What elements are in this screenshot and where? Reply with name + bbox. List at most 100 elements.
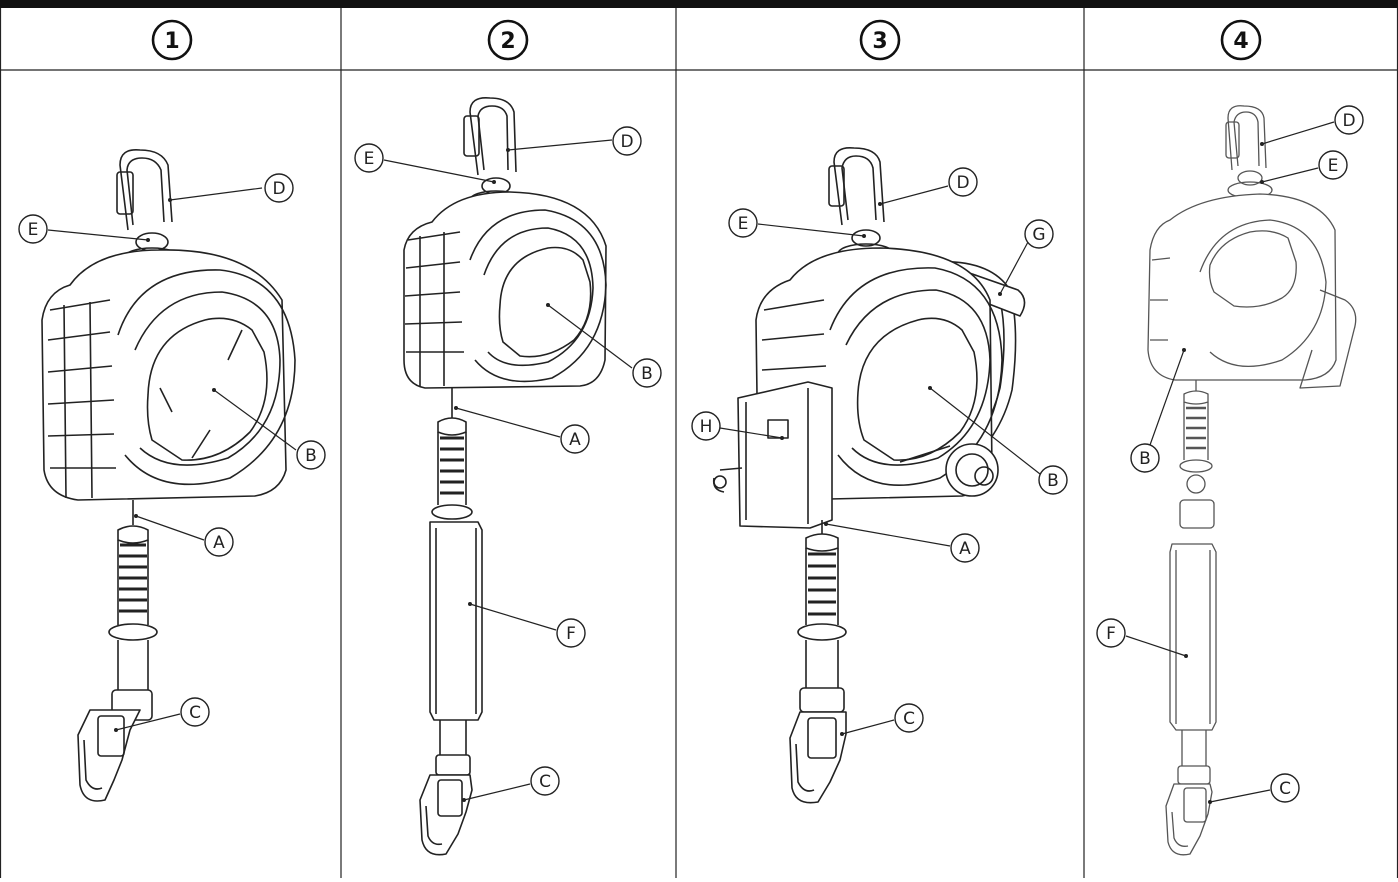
leader-dot xyxy=(212,388,216,392)
leader-line xyxy=(383,159,495,183)
leader-line xyxy=(757,223,865,237)
callout-circle xyxy=(894,703,924,733)
leader-dot xyxy=(840,732,844,736)
leader-dot xyxy=(114,728,118,732)
device-1-callouts: D E B A C xyxy=(18,173,326,732)
callout-circle xyxy=(728,208,758,238)
device-3-drawing xyxy=(712,146,1026,804)
callout-circle xyxy=(18,214,48,244)
leader-dot xyxy=(998,292,1002,296)
leader-dot xyxy=(1260,180,1264,184)
leader-dot xyxy=(878,202,882,206)
callout-label: A xyxy=(959,539,971,559)
callout-circle xyxy=(632,358,662,388)
callout-label: A xyxy=(569,430,581,450)
callout-label: C xyxy=(1279,779,1291,799)
leader-dot xyxy=(1184,654,1188,658)
callout-label: D xyxy=(956,173,969,193)
leader-dot xyxy=(146,238,150,242)
leader-dot xyxy=(824,522,828,526)
leader-dot xyxy=(468,602,472,606)
callout-label: C xyxy=(539,772,551,792)
callout-label: D xyxy=(1342,111,1355,131)
callout-circle xyxy=(1096,618,1126,648)
callout-circle xyxy=(354,143,384,173)
callout-label: B xyxy=(1139,449,1151,469)
column-number: 1 xyxy=(164,29,179,54)
leader-line xyxy=(929,387,1041,475)
leader-dot xyxy=(454,406,458,410)
leader-line xyxy=(115,713,181,731)
leader-line xyxy=(841,719,895,735)
callout-label: E xyxy=(738,214,749,234)
callout-circle xyxy=(264,173,294,203)
device-2-drawing xyxy=(403,96,607,856)
callout-label: F xyxy=(566,624,576,644)
leader-line xyxy=(169,187,263,201)
callout-circle xyxy=(691,411,721,441)
callout-label: D xyxy=(272,179,285,199)
leader-dot xyxy=(134,514,138,518)
leader-dot xyxy=(462,798,466,802)
callout-label: B xyxy=(305,446,317,466)
callout-circle xyxy=(1038,465,1068,495)
callout-circle xyxy=(948,167,978,197)
callout-circle xyxy=(530,766,560,796)
header-4: 4 xyxy=(1220,19,1262,61)
leader-dot xyxy=(492,180,496,184)
leader-line xyxy=(879,185,949,205)
leader-line xyxy=(825,523,951,547)
column-number: 4 xyxy=(1233,29,1248,54)
header-circle xyxy=(487,19,529,61)
leader-dot xyxy=(780,436,784,440)
leader-line xyxy=(469,603,557,631)
callout-circle xyxy=(1024,219,1054,249)
leader-line xyxy=(999,241,1029,295)
leader-line xyxy=(1209,789,1271,803)
leader-line xyxy=(1149,349,1185,446)
leader-line xyxy=(507,139,613,151)
callout-label: E xyxy=(364,149,375,169)
header-3: 3 xyxy=(859,19,901,61)
callout-label: F xyxy=(1106,624,1116,644)
leader-line xyxy=(213,389,297,451)
leader-dot xyxy=(1260,142,1264,146)
leader-line xyxy=(455,407,561,438)
callout-circle xyxy=(204,527,234,557)
device-2-callouts: D E B A F C xyxy=(354,126,662,802)
callout-circle xyxy=(560,424,590,454)
leader-line xyxy=(719,427,783,439)
leader-dot xyxy=(1208,800,1212,804)
leader-dot xyxy=(1182,348,1186,352)
top-bar xyxy=(0,0,1398,8)
header-row: 1 2 3 4 xyxy=(151,19,1262,61)
device-4-drawing xyxy=(1147,105,1357,856)
callout-label: G xyxy=(1032,225,1045,245)
callout-circle xyxy=(556,618,586,648)
header-2: 2 xyxy=(487,19,529,61)
leader-dot xyxy=(928,386,932,390)
header-circle xyxy=(859,19,901,61)
callout-label: H xyxy=(700,417,713,437)
device-3-callouts: D E G H B A C xyxy=(691,167,1068,736)
callout-label: C xyxy=(189,703,201,723)
callout-circle xyxy=(180,697,210,727)
callout-circle xyxy=(1130,443,1160,473)
header-1: 1 xyxy=(151,19,193,61)
callout-circle xyxy=(1334,105,1364,135)
leader-dot xyxy=(168,198,172,202)
header-circle xyxy=(151,19,193,61)
callout-label: B xyxy=(1047,471,1059,491)
leader-line xyxy=(1125,635,1187,657)
leader-line xyxy=(1261,167,1319,183)
leader-dot xyxy=(862,234,866,238)
callout-label: E xyxy=(28,220,39,240)
callout-circle xyxy=(1318,150,1348,180)
callout-label: A xyxy=(213,533,225,553)
callout-circle xyxy=(1270,773,1300,803)
device-4-callouts: D E B F C xyxy=(1096,105,1364,804)
callout-circle xyxy=(950,533,980,563)
leader-line xyxy=(135,515,205,541)
